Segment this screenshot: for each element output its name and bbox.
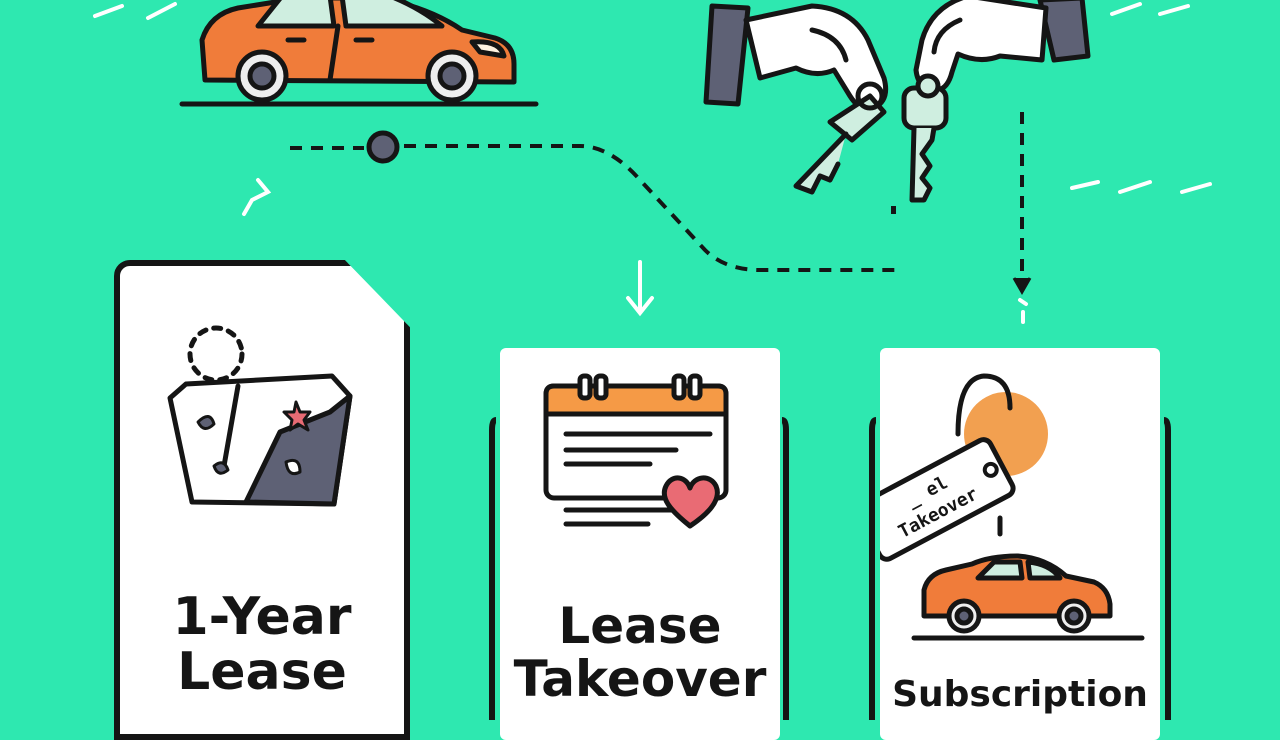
card-lease-takeover[interactable]: Lease Takeover xyxy=(500,348,780,740)
map-icon xyxy=(167,325,353,507)
scene-illustration xyxy=(93,0,1212,324)
arrow-down-icon xyxy=(626,260,654,317)
small-car-icon xyxy=(911,553,1145,641)
connector-arrowhead xyxy=(1012,277,1032,296)
card-label-line: Subscription xyxy=(892,674,1148,715)
card-label-line: Takeover xyxy=(513,649,767,708)
key-tag-icon: _ el Takeover xyxy=(880,373,1145,641)
hands-keys-icon xyxy=(703,0,1091,203)
connector-node xyxy=(366,130,400,164)
car-icon xyxy=(179,0,539,107)
calendar-icon xyxy=(543,373,729,529)
sparkle-marks xyxy=(93,2,1212,216)
card-subscription[interactable]: _ el Takeover Subscription xyxy=(880,348,1160,740)
card-one-year-lease[interactable]: 1-Year Lease xyxy=(114,260,410,740)
card-label-line: Lease xyxy=(558,597,722,655)
card-label-line: 1-Year xyxy=(172,587,352,647)
dashed-connector xyxy=(290,112,1024,284)
card-label-line: Lease xyxy=(177,641,347,702)
heart-icon xyxy=(661,475,720,529)
